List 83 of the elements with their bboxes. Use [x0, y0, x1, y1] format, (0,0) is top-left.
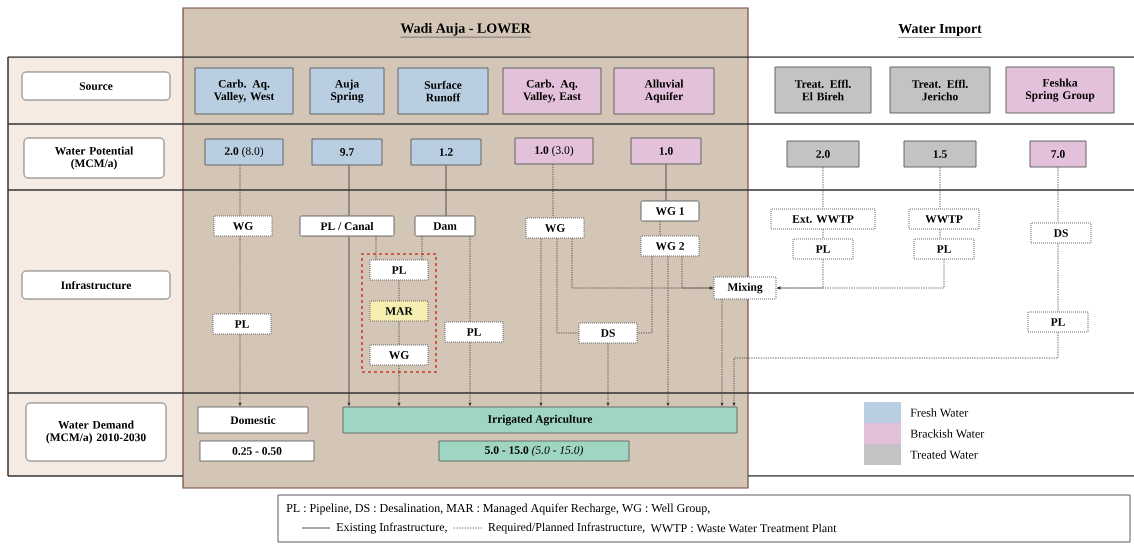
legend-label: Required/Planned Infrastructure,: [488, 522, 645, 534]
connector-line: [552, 164, 554, 218]
arrow: [732, 332, 1059, 406]
source-box: Treat. Effl. El Bireh: [774, 66, 872, 114]
value-box: 7.0: [1029, 140, 1087, 168]
arrow: [539, 238, 543, 406]
planned-box: PL: [913, 238, 975, 260]
connector-line: [445, 165, 447, 216]
planned-box: WWTP: [908, 208, 980, 230]
legend-label: Fresh Water: [910, 408, 969, 417]
value-box: 5.0 - 15.0 (5.0 - 15.0): [438, 440, 630, 462]
source-box: Alluvial Aquifer: [613, 67, 715, 115]
planned-box: WG: [369, 344, 429, 366]
connector-line: [939, 167, 941, 209]
planned-box: DS: [578, 322, 638, 344]
connector-line: [1057, 243, 1059, 312]
row-label: Infrastructure: [21, 270, 171, 300]
arrow: [666, 256, 670, 406]
connector-line: [239, 165, 241, 216]
arrow: [238, 334, 242, 406]
group-frame: [361, 253, 437, 373]
connector-line: [665, 164, 667, 201]
value-box: 1.0 (3.0): [514, 137, 594, 165]
row-label: Water Demand (MCM/a) 2010-2030: [25, 402, 167, 462]
value-box: 9.7: [311, 138, 383, 166]
planned-box: DS: [1030, 222, 1092, 244]
planned-box: Ext. WWTP: [770, 208, 876, 230]
demand-box: Domestic: [197, 406, 309, 434]
connector-line: [398, 280, 400, 301]
arrow: [720, 299, 724, 406]
planned-box: WG: [525, 217, 585, 239]
section-heading: Water Import: [898, 23, 982, 38]
source-box: Carb. Aq. Valley, West: [194, 67, 294, 115]
planned-box: PL: [444, 321, 504, 343]
planned-box: WG: [213, 215, 273, 237]
connector-line: [398, 321, 400, 345]
value-box: 2.0: [786, 140, 860, 168]
connector-line: [637, 256, 653, 334]
connector-line: [822, 167, 824, 209]
planned-box: PL: [212, 313, 272, 335]
existing-box: WG 1: [640, 200, 700, 222]
row-label: Source: [21, 71, 171, 101]
value-box: 2.0 (8.0): [204, 138, 284, 166]
value-box: 0.25 - 0.50: [199, 440, 315, 462]
connector-line: [348, 165, 350, 216]
note-text: PL : Pipeline, DS : Desalination, MAR : Managed Aquifer Recharge, WG : Well Group,: [286, 503, 710, 515]
planned-box: PL: [792, 238, 854, 260]
arrow: [777, 259, 945, 290]
row-label: Water Potential (MCM/a): [23, 137, 165, 179]
value-box: 1.2: [410, 138, 482, 166]
source-box: Carb. Aq. Valley, East: [502, 67, 602, 115]
arrow: [681, 256, 713, 290]
connector-line: [239, 236, 241, 314]
connector-line: [659, 221, 661, 236]
arrow: [347, 236, 351, 406]
planned-box: WG 2: [640, 235, 700, 257]
legend-label: Brackish Water: [910, 429, 985, 438]
note-text: WWTP : Waste Water Treatment Plant: [650, 523, 837, 533]
planned-box: Mixing: [713, 276, 777, 300]
value-box: 1.0: [630, 137, 702, 165]
connector-line: [556, 238, 579, 334]
arrow: [468, 342, 472, 406]
source-box: Surface Runoff: [397, 67, 489, 115]
legend-label: Existing Infrastructure,: [336, 522, 447, 534]
planned-box: PL: [1027, 311, 1089, 333]
source-box: Auja Spring: [309, 67, 385, 115]
planned-box: PL: [369, 259, 429, 281]
legend-label: Treated Water: [910, 450, 978, 459]
connector-line: [469, 236, 471, 322]
source-box: Feshka Spring Group: [1005, 66, 1115, 114]
existing-box: Dam: [414, 215, 476, 237]
arrow: [606, 343, 610, 406]
connector-line: [375, 236, 377, 260]
connector-line: [421, 236, 423, 260]
value-box: 1.5: [903, 140, 977, 168]
connector-line: [822, 229, 824, 239]
connector-line: [939, 229, 941, 239]
demand-box: Irrigated Agriculture: [342, 406, 738, 434]
planned-box: MAR: [369, 300, 429, 322]
existing-box: PL / Canal: [299, 215, 395, 237]
source-box: Treat. Effl. Jericho: [889, 66, 991, 114]
arrow: [397, 365, 401, 406]
connector-line: [1057, 167, 1059, 223]
